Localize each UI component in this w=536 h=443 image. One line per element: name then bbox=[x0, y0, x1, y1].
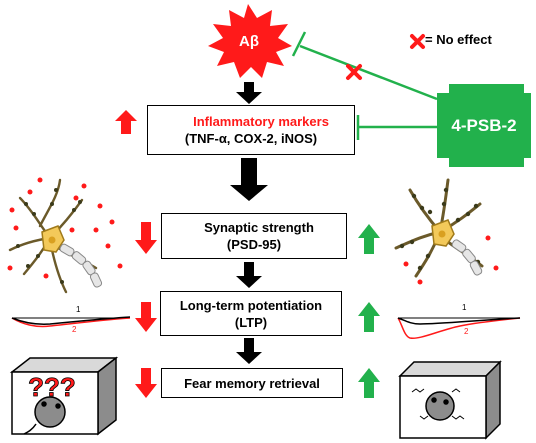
inflammatory-markers-title: Inflammatory markers bbox=[193, 114, 329, 129]
fear-memory-box: Fear memory retrieval bbox=[161, 368, 343, 398]
synaptic-up-arrow bbox=[358, 224, 380, 254]
flow-arrows bbox=[230, 82, 268, 364]
arrow-abeta-to-inflam bbox=[236, 82, 262, 104]
inflammatory-markers-subtitle: (TNF-α, COX-2, iNOS) bbox=[184, 131, 318, 146]
ltp-left-label-1: 1 bbox=[76, 305, 81, 314]
abeta-label: Aβ bbox=[239, 33, 259, 50]
inflammatory-markers-box: Inflammatory markers (TNF-α, COX-2, iNOS… bbox=[147, 105, 355, 155]
left-neuron-icon bbox=[7, 177, 123, 294]
abeta-starburst: Aβ bbox=[208, 4, 292, 78]
drug-node: 4-PSB-2 bbox=[437, 84, 531, 167]
arrow-ltp-to-fear bbox=[236, 338, 262, 364]
inflam-up-arrow bbox=[115, 110, 137, 134]
ltp-up-arrow bbox=[358, 302, 380, 332]
synaptic-down-arrow bbox=[135, 222, 157, 254]
synaptic-strength-subtitle: (PSD-95) bbox=[226, 237, 282, 252]
question-marks: ??? bbox=[28, 372, 76, 402]
ltp-title: Long-term potentiation bbox=[179, 297, 323, 313]
ltp-subtitle: (LTP) bbox=[234, 314, 268, 330]
legend-x-icon bbox=[410, 34, 425, 49]
ltp-right-label-2: 2 bbox=[464, 327, 469, 336]
arrow-inflam-to-synaptic bbox=[230, 158, 268, 201]
fear-down-arrow bbox=[135, 368, 157, 398]
inhibition-line-to-abeta bbox=[299, 44, 438, 101]
ltp-trace-left bbox=[11, 316, 131, 328]
synaptic-strength-title: Synaptic strength bbox=[204, 220, 314, 235]
inhibition-lines bbox=[291, 31, 438, 140]
ltp-right-label-1: 1 bbox=[462, 303, 467, 312]
synaptic-strength-box: Synaptic strength (PSD-95) bbox=[161, 213, 347, 259]
no-effect-x-icon bbox=[346, 64, 362, 80]
left-fear-chamber-icon bbox=[9, 356, 119, 436]
right-fear-chamber-icon bbox=[398, 360, 502, 440]
inhibition-bar-abeta bbox=[291, 31, 307, 57]
ltp-box: Long-term potentiation (LTP) bbox=[160, 291, 342, 336]
fear-up-arrow bbox=[358, 368, 380, 398]
ltp-down-arrow bbox=[135, 302, 157, 332]
drug-label: 4-PSB-2 bbox=[451, 116, 516, 135]
ltp-left-label-2: 2 bbox=[72, 325, 77, 334]
legend-text: = No effect bbox=[425, 32, 492, 47]
ltp-trace-right bbox=[397, 317, 521, 339]
right-neuron-icon bbox=[394, 178, 499, 285]
fear-memory-title: Fear memory retrieval bbox=[184, 375, 320, 391]
arrow-synaptic-to-ltp bbox=[236, 262, 262, 288]
